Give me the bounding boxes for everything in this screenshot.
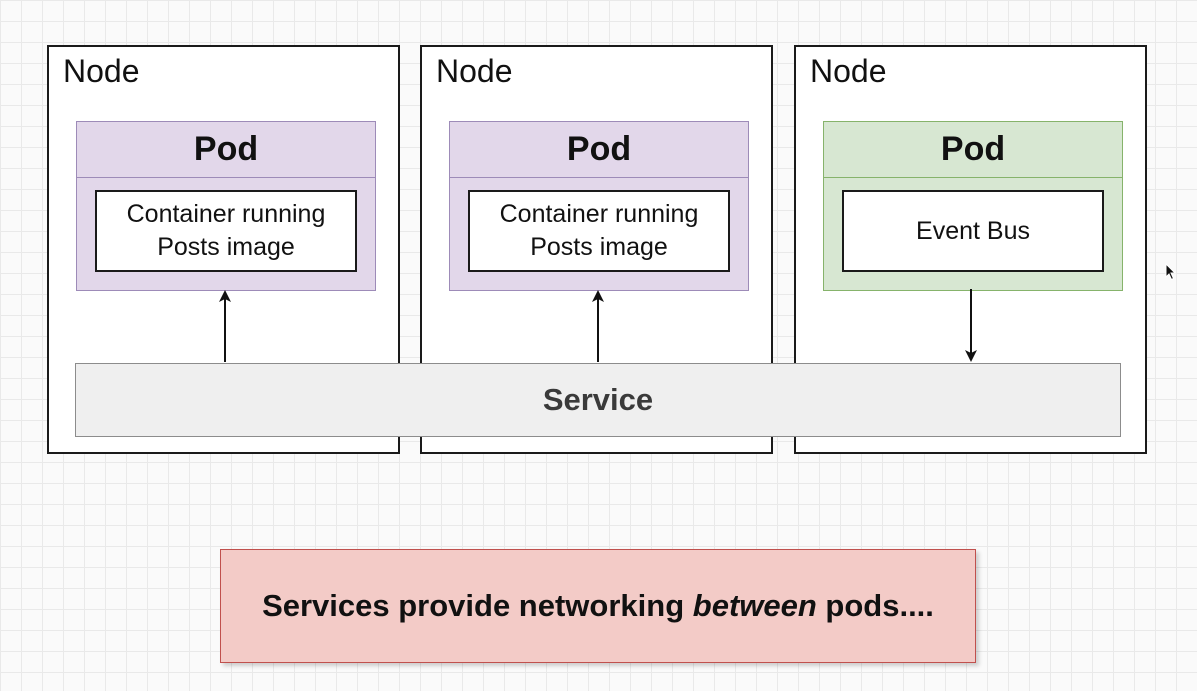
node-label: Node	[810, 53, 887, 89]
callout-text-after: pods....	[816, 588, 934, 623]
container-label-line1: Container running	[499, 200, 699, 228]
service-box: Service	[75, 363, 1121, 437]
callout-note: Services provide networking between pods…	[220, 549, 976, 663]
container-box: Container running Posts image	[468, 190, 730, 272]
callout-text-emphasis: between	[692, 588, 817, 623]
event-bus-box: Event Bus	[842, 190, 1104, 272]
node-label: Node	[63, 53, 140, 89]
pod-box-3: Pod Event Bus	[823, 121, 1123, 291]
container-label-line2: Posts image	[157, 233, 295, 261]
service-label: Service	[542, 382, 654, 417]
pod-title: Pod	[77, 122, 375, 178]
pod-title: Pod	[450, 122, 748, 178]
callout-text-before: Services provide networking	[262, 588, 693, 623]
pod-box-2: Pod Container running Posts image	[449, 121, 749, 291]
node-label: Node	[436, 53, 513, 89]
container-label-line2: Posts image	[530, 233, 668, 261]
container-label-line1: Container running	[126, 200, 326, 228]
container-box: Container running Posts image	[95, 190, 357, 272]
mouse-pointer-icon	[1165, 263, 1177, 281]
pod-title: Pod	[824, 122, 1122, 178]
event-bus-label: Event Bus	[916, 216, 1030, 245]
